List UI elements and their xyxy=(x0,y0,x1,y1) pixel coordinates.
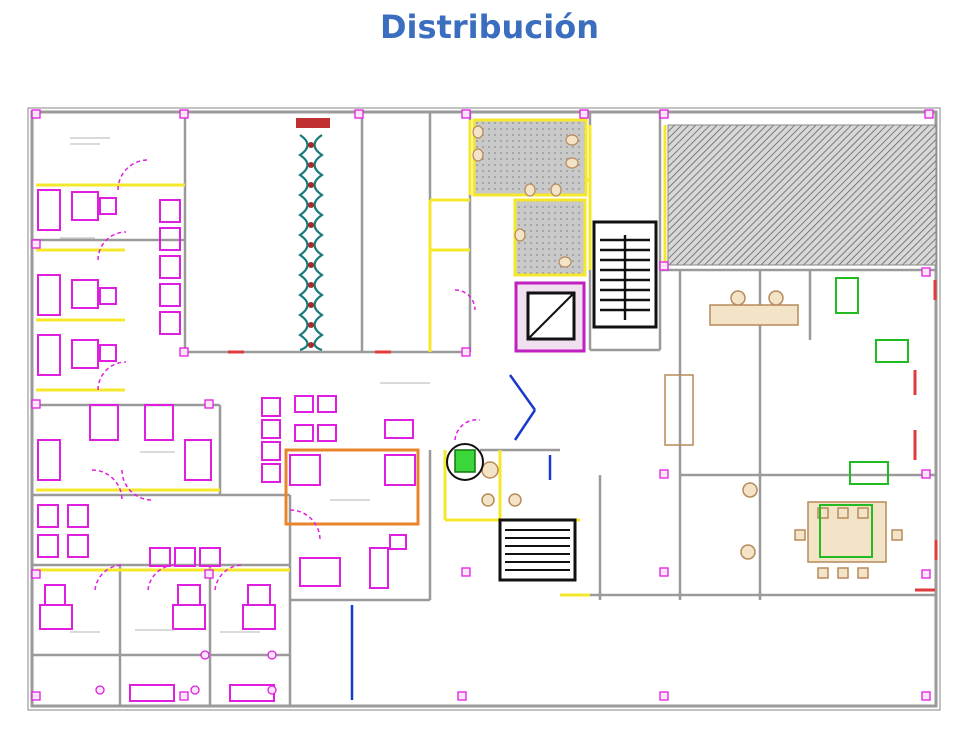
blue-walls xyxy=(350,374,552,700)
stair-symbol xyxy=(592,220,658,329)
restroom-floor-1 xyxy=(472,118,588,197)
toilet-symbol xyxy=(472,125,579,268)
page-title: Distribución xyxy=(379,8,599,46)
door-swings xyxy=(91,159,481,591)
elevator-symbol xyxy=(514,281,586,353)
hatched-area xyxy=(667,124,937,266)
restroom-floor-2 xyxy=(513,198,587,277)
green-furniture xyxy=(819,277,909,558)
stair-secondary xyxy=(498,518,577,582)
outer-walls xyxy=(27,107,941,711)
room-label-marks xyxy=(60,137,430,633)
reception-desk xyxy=(284,448,420,526)
magenta-furniture xyxy=(37,189,416,702)
partitions xyxy=(36,120,667,597)
column-markers xyxy=(31,109,934,701)
accessible-restroom xyxy=(446,443,484,481)
door-marks xyxy=(228,280,938,592)
ramp-feature xyxy=(296,118,330,352)
